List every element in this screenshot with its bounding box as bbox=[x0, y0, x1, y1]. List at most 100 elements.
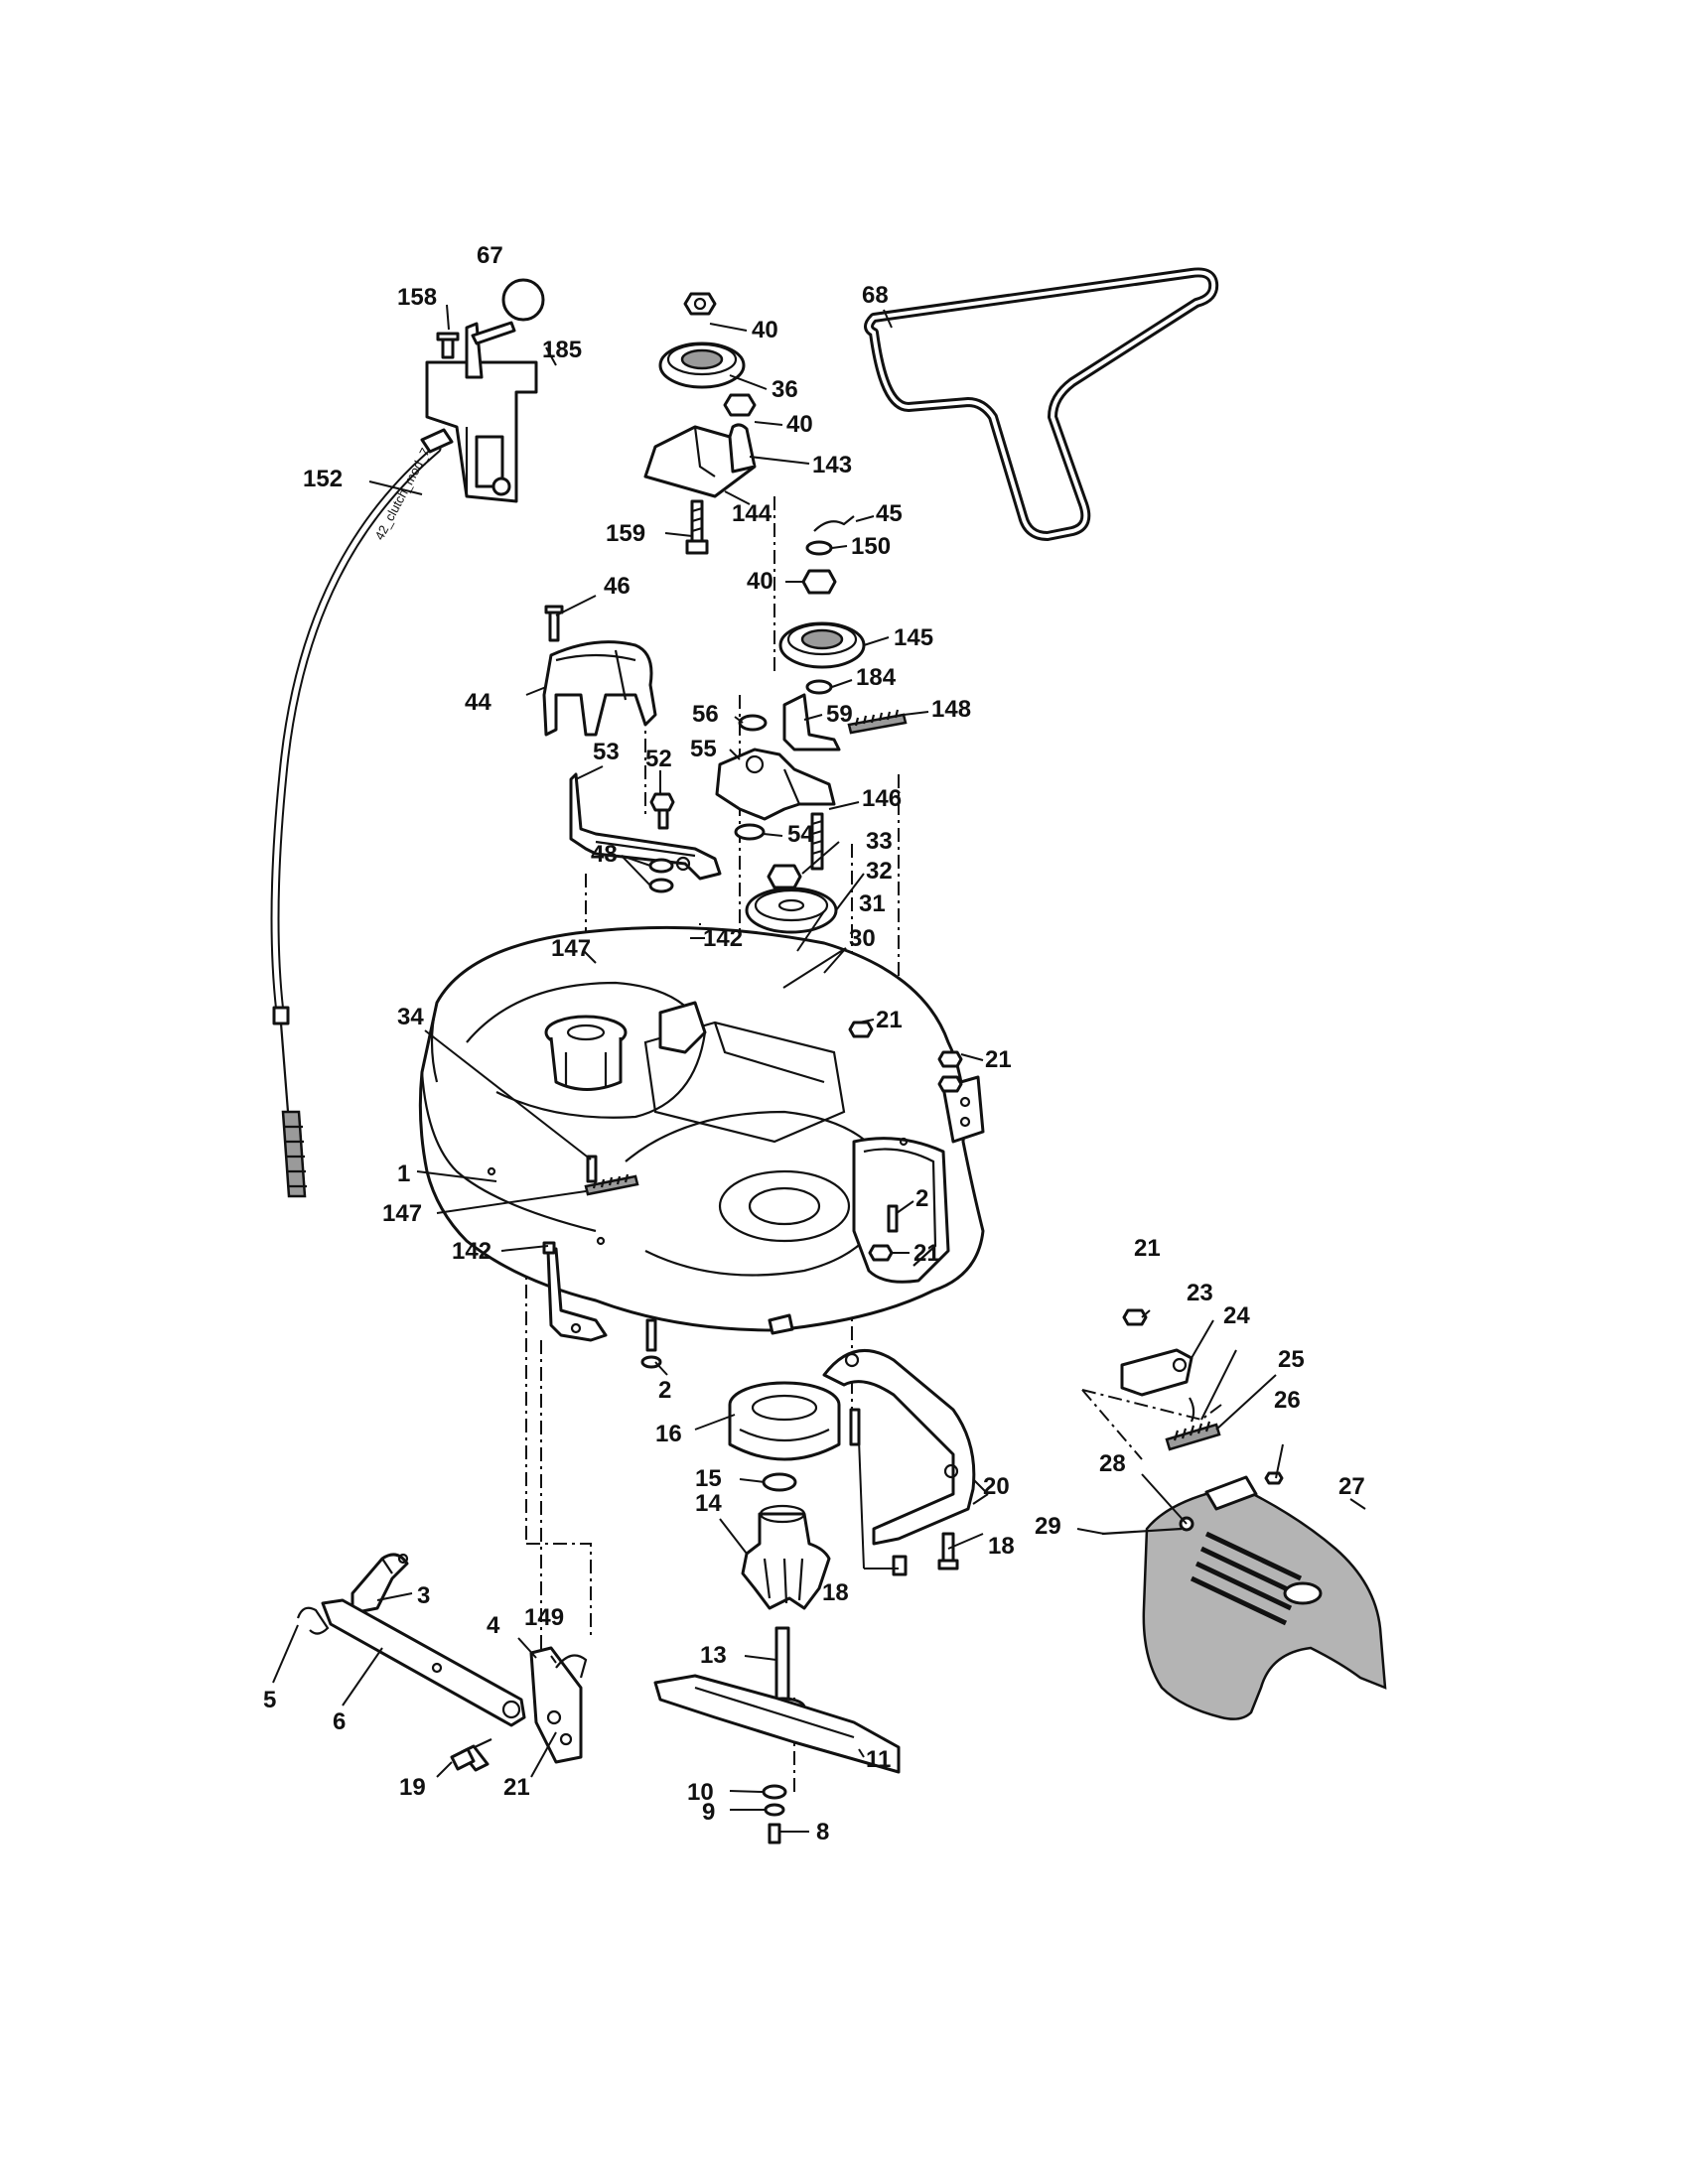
leader-lines bbox=[272, 304, 1366, 1833]
callout-24: 24 bbox=[1223, 1302, 1250, 1329]
chute-27 bbox=[1142, 1477, 1387, 1720]
callout-27: 27 bbox=[1338, 1473, 1365, 1500]
callout-184: 184 bbox=[856, 664, 897, 691]
washer-10 bbox=[762, 1784, 787, 1800]
callout-21d: 21 bbox=[1134, 1235, 1161, 1262]
callout-30: 30 bbox=[849, 925, 876, 952]
callout-31: 31 bbox=[859, 890, 886, 917]
nut-40b bbox=[723, 393, 757, 417]
blade-11 bbox=[653, 1674, 901, 1774]
callout-29: 29 bbox=[1035, 1513, 1061, 1540]
callout-21a: 21 bbox=[876, 1007, 903, 1033]
callout-9: 9 bbox=[702, 1799, 715, 1826]
spindle-housing-14 bbox=[741, 1512, 831, 1610]
bracket-20 bbox=[822, 1348, 976, 1576]
callout-4: 4 bbox=[487, 1612, 500, 1639]
washer-48b bbox=[648, 878, 674, 893]
callout-19: 19 bbox=[399, 1774, 426, 1801]
callout-149: 149 bbox=[524, 1604, 564, 1631]
callout-32: 32 bbox=[866, 858, 893, 885]
arm-53 bbox=[569, 772, 722, 881]
nut-52 bbox=[649, 792, 675, 812]
callout-10: 10 bbox=[687, 1779, 714, 1806]
callout-14: 14 bbox=[695, 1490, 722, 1517]
washer-56 bbox=[738, 714, 768, 732]
callout-142b: 142 bbox=[452, 1238, 491, 1265]
washer-184 bbox=[805, 679, 833, 695]
washer-15 bbox=[762, 1472, 797, 1492]
callout-159: 159 bbox=[606, 520, 645, 547]
bracket-185 bbox=[425, 360, 538, 503]
callout-44: 44 bbox=[465, 689, 491, 716]
callout-36: 36 bbox=[772, 376, 798, 403]
bolt-2a bbox=[887, 1204, 899, 1233]
callout-144: 144 bbox=[732, 500, 772, 527]
callout-48: 48 bbox=[591, 841, 618, 868]
callout-5: 5 bbox=[263, 1687, 276, 1713]
callout-15: 15 bbox=[695, 1465, 722, 1492]
callout-150: 150 bbox=[851, 533, 891, 560]
bolt-18a bbox=[849, 1408, 861, 1446]
callout-45: 45 bbox=[876, 500, 903, 527]
washer-150 bbox=[805, 540, 833, 556]
mower-deck-1 bbox=[418, 925, 985, 1335]
bolt-8 bbox=[768, 1823, 781, 1844]
nut-21a bbox=[848, 1021, 874, 1038]
callout-68: 68 bbox=[862, 282, 889, 309]
callout-18b: 18 bbox=[822, 1579, 849, 1606]
hinge-23 bbox=[1120, 1348, 1193, 1397]
callout-158: 158 bbox=[397, 284, 437, 311]
callout-53: 53 bbox=[593, 739, 620, 765]
callout-55: 55 bbox=[690, 736, 717, 762]
belt-guard-44 bbox=[542, 605, 657, 737]
callout-40a: 40 bbox=[752, 317, 778, 343]
callout-152: 152 bbox=[303, 466, 343, 492]
idler-stack-right bbox=[778, 515, 908, 751]
callout-148: 148 bbox=[931, 696, 971, 723]
callout-labels: 67 158 185 152 40 36 40 143 144 159 68 4… bbox=[263, 242, 1365, 1845]
callout-143: 143 bbox=[812, 452, 852, 478]
spindle-assembly bbox=[640, 1318, 901, 1844]
callout-2a: 2 bbox=[915, 1185, 928, 1212]
bracket-3 bbox=[351, 1553, 409, 1615]
callout-59: 59 bbox=[826, 701, 853, 728]
callout-52: 52 bbox=[645, 746, 672, 772]
callout-142a: 142 bbox=[703, 925, 743, 952]
callout-147a: 147 bbox=[551, 935, 591, 962]
callout-16: 16 bbox=[655, 1421, 682, 1447]
bolt-34 bbox=[586, 1155, 598, 1183]
discharge-chute-assembly bbox=[1101, 1308, 1387, 1720]
hairpin-45 bbox=[813, 515, 855, 532]
callout-67: 67 bbox=[477, 242, 503, 269]
washer-54 bbox=[734, 823, 766, 841]
spring-148 bbox=[847, 713, 908, 735]
callout-8: 8 bbox=[816, 1819, 829, 1845]
callout-21c: 21 bbox=[913, 1240, 940, 1267]
nut-40c bbox=[801, 569, 837, 595]
callout-2b: 2 bbox=[658, 1377, 671, 1404]
callout-6: 6 bbox=[333, 1708, 346, 1735]
bracket-59 bbox=[782, 693, 841, 751]
rod-24 bbox=[1189, 1397, 1195, 1423]
nut-26 bbox=[1264, 1471, 1284, 1485]
nut-40a bbox=[683, 292, 717, 316]
washer-9 bbox=[764, 1803, 785, 1817]
nut-21b bbox=[937, 1050, 963, 1068]
drive-belt-68 bbox=[864, 267, 1219, 541]
callout-146: 146 bbox=[862, 785, 902, 812]
pin-5 bbox=[296, 1606, 330, 1635]
callout-185: 185 bbox=[542, 337, 582, 363]
callout-21b: 21 bbox=[985, 1046, 1012, 1073]
callout-1: 1 bbox=[397, 1160, 410, 1187]
callout-20: 20 bbox=[983, 1473, 1010, 1500]
callout-3: 3 bbox=[417, 1582, 430, 1609]
callout-40c: 40 bbox=[747, 568, 773, 595]
lift-linkage bbox=[296, 1553, 588, 1772]
bolt-2b bbox=[645, 1318, 657, 1352]
shaft-13 bbox=[774, 1626, 790, 1705]
callout-26: 26 bbox=[1274, 1387, 1301, 1414]
cable-spring bbox=[281, 1110, 307, 1198]
callout-33: 33 bbox=[866, 828, 893, 855]
callout-40b: 40 bbox=[786, 411, 813, 438]
